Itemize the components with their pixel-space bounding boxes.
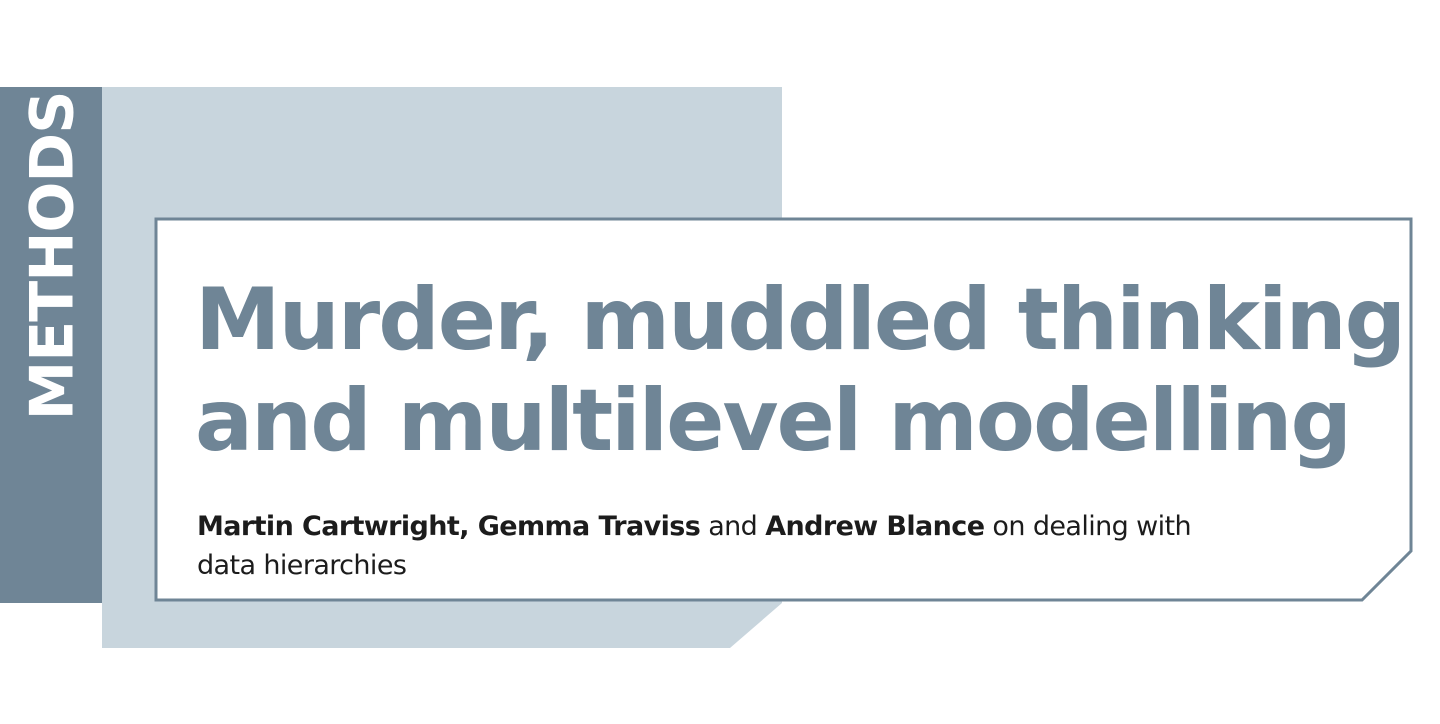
byline-description: on dealing with data hierarchies — [197, 511, 1192, 581]
headline-line-2: and multilevel modelling — [195, 371, 1352, 471]
author-name: Gemma Traviss — [477, 511, 701, 542]
byline-separator: , — [459, 511, 478, 542]
section-side-bar — [0, 87, 102, 603]
author-name: Andrew Blance — [765, 511, 985, 542]
article-byline: Martin Cartwright, Gemma Traviss and And… — [197, 507, 1237, 585]
article-headline: Murder, muddled thinking and multilevel … — [195, 270, 1406, 472]
author-name: Martin Cartwright — [197, 511, 460, 542]
headline-line-1: Murder, muddled thinking — [195, 270, 1406, 370]
byline-separator: and — [700, 511, 766, 542]
